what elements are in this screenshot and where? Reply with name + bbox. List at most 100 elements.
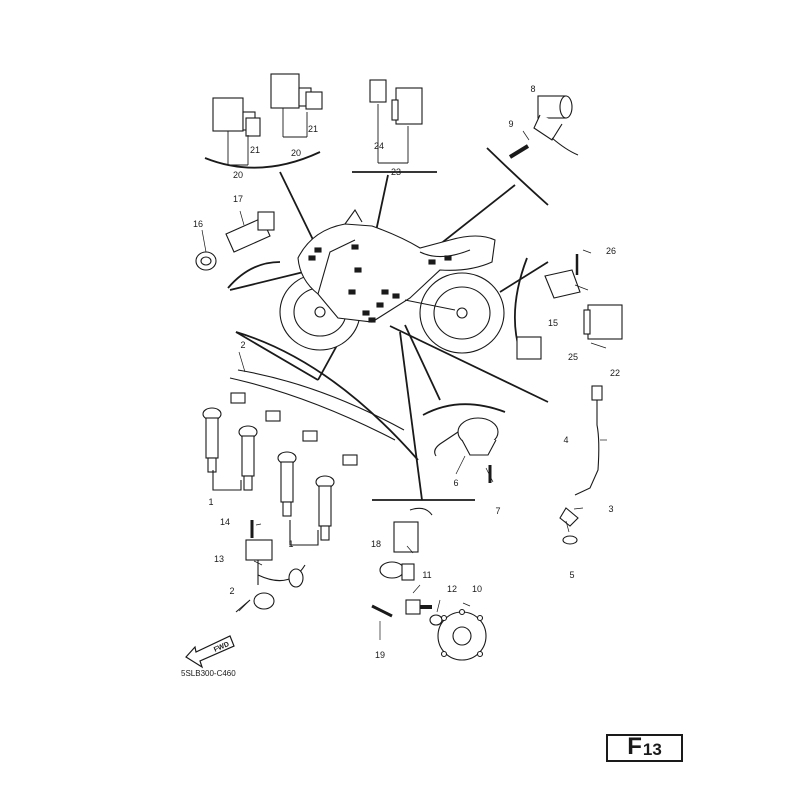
callout-25-18: 25 [568, 352, 578, 362]
callout-1-5: 1 [288, 539, 293, 549]
page-number: 13 [642, 740, 662, 759]
windscreen [344, 208, 363, 225]
callout-leader-12 [436, 599, 441, 613]
part-marker-4 [348, 289, 356, 295]
relay-23-side [391, 99, 399, 121]
part-marker-10 [362, 310, 370, 316]
relay-24 [369, 79, 387, 103]
callout-2-4: 2 [229, 586, 234, 596]
relay-20-left [212, 97, 244, 132]
callout-16-6: 16 [193, 219, 203, 229]
unit-22 [587, 304, 623, 340]
coil-1-body-0 [205, 417, 219, 459]
callout-19-29: 19 [375, 650, 385, 660]
wire-4-connector [591, 385, 603, 401]
rotor-10-hole-0 [440, 614, 448, 622]
unit-22-side [583, 309, 591, 335]
pickup-18-wire [409, 507, 433, 516]
coil-1-body-3 [318, 485, 332, 527]
callout-leader-1 [522, 130, 530, 141]
callout-2-0: 2 [240, 340, 245, 350]
callout-leader-5 [573, 507, 584, 510]
washer-12 [429, 614, 443, 626]
main-harness-2-b [237, 369, 405, 431]
callout-20-8: 20 [233, 170, 243, 180]
coil-1-body-1 [241, 435, 255, 477]
callout-leader-4 [590, 342, 607, 349]
callout-17-7: 17 [233, 194, 243, 204]
washer-5 [562, 535, 578, 545]
sensor-13 [245, 539, 273, 561]
front-fork [317, 239, 356, 295]
pickup-18-bracket [393, 521, 419, 553]
bolt-11-head [405, 599, 421, 615]
coil-1-tip-1 [243, 475, 253, 491]
rotor-10-hole-4 [458, 608, 466, 616]
gasket-16-inner [200, 256, 212, 266]
seat-line [419, 249, 471, 258]
rotor-10-hole-2 [440, 650, 448, 658]
group-leader-line-0 [279, 171, 319, 251]
callout-11-26: 11 [422, 570, 431, 580]
sensor-6-wire [434, 431, 459, 457]
group-bracket-8 [486, 147, 549, 206]
part-marker-9 [376, 302, 384, 308]
screw-9 [508, 144, 530, 159]
leader-1b [289, 520, 319, 546]
callout-leader-16 [239, 210, 245, 226]
callout-8-14: 8 [530, 84, 535, 94]
diagram-code: 5SLB300-C460 [181, 669, 236, 678]
callout-12-27: 12 [447, 584, 457, 594]
rotor-10-hole-3 [476, 650, 484, 658]
callout-leader-6 [565, 520, 570, 533]
callout-10-28: 10 [472, 584, 482, 594]
harness-connector-3 [342, 454, 358, 466]
sensor-8-cap [559, 95, 573, 119]
callout-leader-19 [238, 599, 251, 612]
callout-4-20: 4 [563, 435, 568, 445]
rotor-10-hub [452, 626, 472, 646]
callout-7-24: 7 [495, 506, 500, 516]
pickup-18-coil [379, 561, 405, 579]
coil-1-body-2 [280, 461, 294, 503]
part-marker-8 [444, 255, 452, 261]
group-leader-line-9 [399, 331, 423, 501]
relay-25 [516, 336, 542, 360]
harness-connector-1 [265, 410, 281, 422]
callout-5-22: 5 [569, 570, 574, 580]
part-marker-2 [351, 244, 359, 250]
swingarm [404, 299, 456, 311]
part-marker-5 [381, 289, 389, 295]
page-letter: F [627, 733, 642, 760]
rear-hub [456, 307, 468, 319]
callout-leader-18 [253, 560, 263, 566]
callout-leader-3 [574, 284, 589, 291]
callout-9-15: 9 [508, 119, 513, 129]
callout-6-23: 6 [453, 478, 458, 488]
callout-leader-8 [485, 467, 494, 483]
sensor-8-bracket [533, 114, 563, 141]
sensor-8-wire [551, 137, 579, 156]
callout-20-10: 20 [291, 148, 301, 158]
callout-13-3: 13 [214, 554, 224, 564]
group-leader-line-7 [404, 324, 441, 401]
callout-leader-17 [255, 523, 262, 526]
harness-connector-0 [230, 392, 246, 404]
callout-leader-13 [462, 602, 471, 607]
sensor-15-body [544, 269, 581, 299]
harness-connector-2 [302, 430, 318, 442]
pickup-18-block [401, 563, 415, 581]
callout-leader-11 [412, 584, 421, 594]
callout-leader-0 [238, 351, 246, 373]
sensor-2-plug [288, 568, 304, 588]
group-bracket-6 [422, 403, 506, 416]
page-number-badge: F 13 [606, 734, 683, 762]
callout-leader-15 [201, 229, 207, 253]
part-marker-0 [308, 255, 316, 261]
relay-20-right [270, 73, 300, 109]
relay-21-right [305, 91, 323, 110]
screw-19 [371, 604, 393, 618]
callout-24-12: 24 [374, 141, 384, 151]
callout-26-16: 26 [606, 246, 616, 256]
